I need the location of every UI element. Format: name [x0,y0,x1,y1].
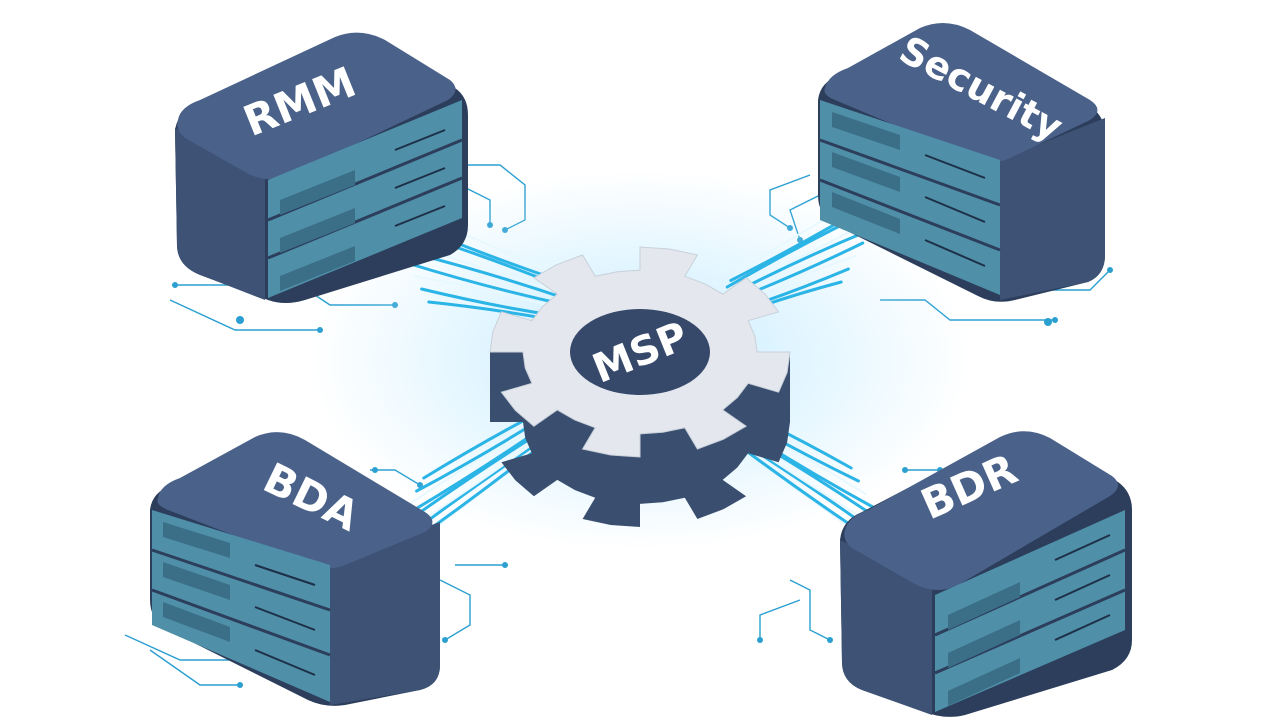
msp-gear: MSP [489,246,791,527]
server-rmm: RMM [175,32,468,304]
server-security: Security [818,22,1105,302]
server-bdr: BDR [840,431,1132,717]
server-bda: BDA [150,432,440,706]
msp-badge [570,309,710,395]
